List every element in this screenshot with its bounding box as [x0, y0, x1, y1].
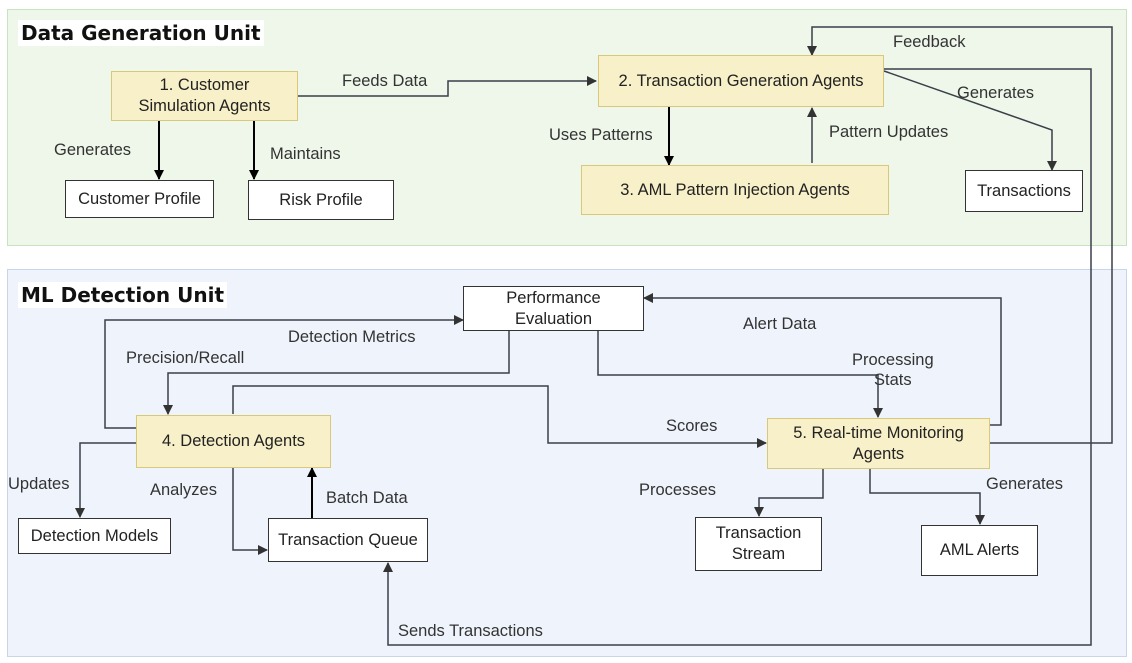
transactions-node: Transactions: [965, 170, 1083, 212]
edge-generates-transactions: [883, 70, 1057, 171]
transaction-queue-node: Transaction Queue: [268, 518, 428, 562]
label-scores: Scores: [666, 417, 718, 435]
label-feedback: Feedback: [893, 33, 966, 51]
edge-detection-metrics: [104, 315, 464, 429]
edge-processing-stats: [597, 331, 883, 418]
risk-profile-node: Risk Profile: [248, 180, 394, 220]
label-generates-transactions: Generates: [957, 84, 1035, 102]
edge-analyzes: [232, 468, 268, 555]
label-analyzes: Analyzes: [150, 481, 217, 499]
label-generates-profile: Generates: [54, 141, 132, 159]
label-processes: Processes: [639, 481, 717, 499]
aml-pattern-injection-agents-node: 3. AML Pattern Injection Agents: [581, 165, 889, 215]
performance-evaluation-node: Performance Evaluation: [463, 286, 644, 331]
customer-profile-node: Customer Profile: [65, 180, 214, 218]
label-feeds-data: Feeds Data: [342, 72, 428, 90]
edge-processes: [754, 469, 824, 517]
label-generates-alerts: Generates: [986, 475, 1064, 493]
aml-alerts-node: AML Alerts: [921, 525, 1038, 576]
transaction-generation-agents-node: 2. Transaction Generation Agents: [598, 55, 884, 107]
label-sends-transactions: Sends Transactions: [398, 622, 543, 640]
customer-simulation-agents-node: 1. Customer Simulation Agents: [111, 71, 298, 121]
label-uses-patterns: Uses Patterns: [549, 126, 653, 144]
edge-scores: [232, 385, 767, 448]
label-maintains: Maintains: [270, 145, 341, 163]
edge-feeds-data: [298, 76, 597, 97]
edge-sends-transactions: [383, 68, 1092, 646]
edge-feedback: [807, 26, 1113, 444]
realtime-monitoring-agents-node: 5. Real-time Monitoring Agents: [767, 418, 990, 469]
label-pattern-updates: Pattern Updates: [829, 123, 949, 141]
ml-detection-title: ML Detection Unit: [18, 282, 228, 308]
label-alert-data: Alert Data: [743, 315, 817, 333]
edge-generates-alerts: [869, 469, 985, 525]
data-generation-title: Data Generation Unit: [18, 20, 264, 46]
label-detection-metrics: Detection Metrics: [288, 328, 416, 346]
edge-precision-recall: [163, 331, 510, 415]
label-processing-stats: Processing Stats: [852, 351, 934, 389]
edge-alert-data: [643, 293, 1002, 426]
label-updates: Updates: [8, 475, 70, 493]
label-precision-recall: Precision/Recall: [126, 349, 245, 367]
detection-models-node: Detection Models: [18, 518, 171, 554]
detection-agents-node: 4. Detection Agents: [136, 415, 331, 468]
edge-updates: [75, 442, 136, 518]
transaction-stream-node: Transaction Stream: [695, 517, 822, 571]
label-batch-data: Batch Data: [326, 489, 408, 507]
